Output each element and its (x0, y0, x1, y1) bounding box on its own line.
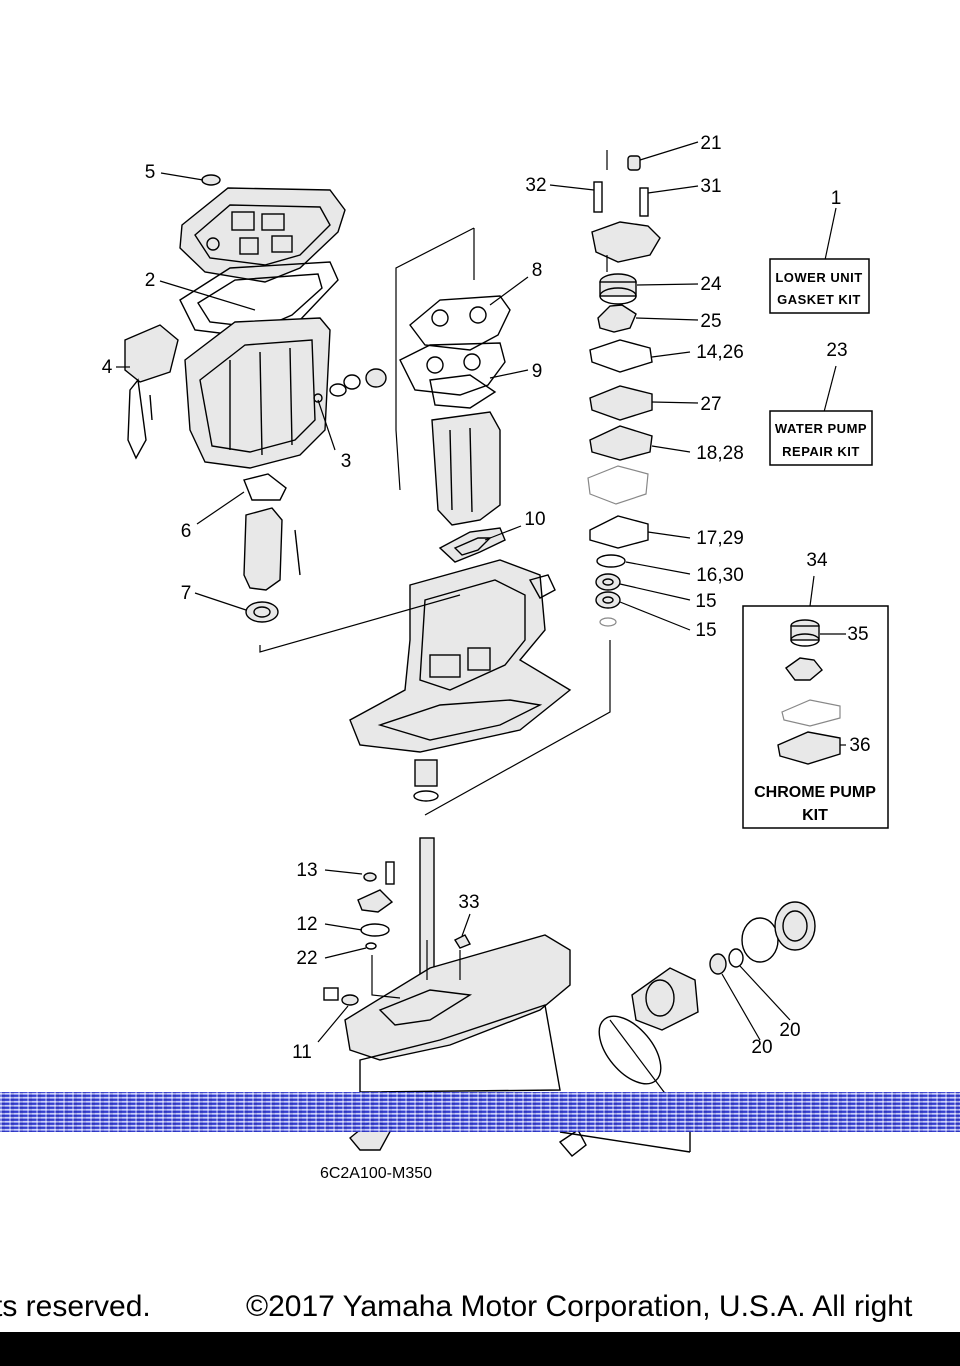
callout-leader-lines (116, 141, 846, 1101)
bottom-black-bar (0, 1332, 960, 1366)
callout-2: 2 (145, 270, 156, 291)
callout-17-29: 17,29 (696, 528, 744, 549)
upper-casing-drawing (124, 174, 387, 623)
scan-artifact-texture (0, 1092, 960, 1132)
dashed-reference-lines (259, 150, 611, 999)
callout-20b: 20 (751, 1037, 772, 1058)
gearcase-drawing (323, 837, 816, 1157)
callout-21: 21 (700, 133, 721, 154)
callout-15a: 15 (695, 591, 716, 612)
callout-23: 23 (826, 340, 847, 361)
lower-unit-kit-line2: GASKET KIT (777, 292, 861, 307)
callout-31: 31 (700, 176, 721, 197)
callout-7: 7 (181, 583, 192, 604)
callout-11: 11 (292, 1042, 312, 1063)
callout-15b: 15 (695, 620, 716, 641)
callout-labels: 1 2 3 4 5 6 7 8 9 10 11 12 13 14,26 15 1… (102, 133, 871, 1182)
callout-20a: 20 (779, 1020, 800, 1041)
callout-5: 5 (145, 162, 156, 183)
callout-32: 32 (525, 175, 546, 196)
callout-14-26: 14,26 (696, 342, 744, 363)
callout-25: 25 (700, 311, 721, 332)
callout-8: 8 (532, 260, 543, 281)
callout-9: 9 (532, 361, 543, 382)
water-pump-drawing (587, 155, 661, 627)
callout-13: 13 (296, 860, 317, 881)
water-pump-repair-kit-box: WATER PUMP REPAIR KIT (769, 410, 873, 466)
callout-10: 10 (524, 509, 545, 530)
lower-unit-gasket-kit-box: LOWER UNIT GASKET KIT (769, 258, 870, 314)
callout-24: 24 (700, 274, 722, 295)
lower-casing-drawing (349, 559, 572, 802)
callout-16-30: 16,30 (696, 565, 744, 586)
callout-4: 4 (102, 357, 113, 378)
lower-unit-kit-line1: LOWER UNIT (775, 270, 862, 285)
callout-3: 3 (341, 451, 352, 472)
callout-36: 36 (849, 735, 870, 756)
callout-27: 27 (700, 394, 721, 415)
exhaust-gaskets-drawing (399, 295, 511, 563)
callout-18-28: 18,28 (696, 443, 744, 464)
chrome-pump-drawing (777, 619, 841, 765)
callout-1: 1 (831, 188, 842, 209)
callout-33: 33 (458, 892, 479, 913)
water-pump-kit-line1: WATER PUMP (775, 421, 867, 436)
footer-right-text: ©2017 Yamaha Motor Corporation, U.S.A. A… (246, 1290, 913, 1323)
callout-22: 22 (296, 948, 317, 969)
callout-12: 12 (296, 914, 317, 935)
copyright-footer: ts reserved. ©2017 Yamaha Motor Corporat… (0, 1290, 960, 1330)
callout-6: 6 (181, 521, 192, 542)
chrome-pump-kit-box: CHROME PUMP KIT (742, 605, 889, 829)
chrome-pump-kit-line2: KIT (802, 807, 828, 824)
callout-35: 35 (847, 624, 868, 645)
scan-artifact-band (0, 1092, 960, 1132)
water-pump-kit-line2: REPAIR KIT (782, 444, 860, 459)
diagram-code: 6C2A100-M350 (320, 1165, 432, 1182)
callout-34: 34 (806, 550, 828, 571)
footer-left-text: ts reserved. (0, 1290, 151, 1323)
chrome-pump-kit-line1: CHROME PUMP (754, 784, 876, 801)
